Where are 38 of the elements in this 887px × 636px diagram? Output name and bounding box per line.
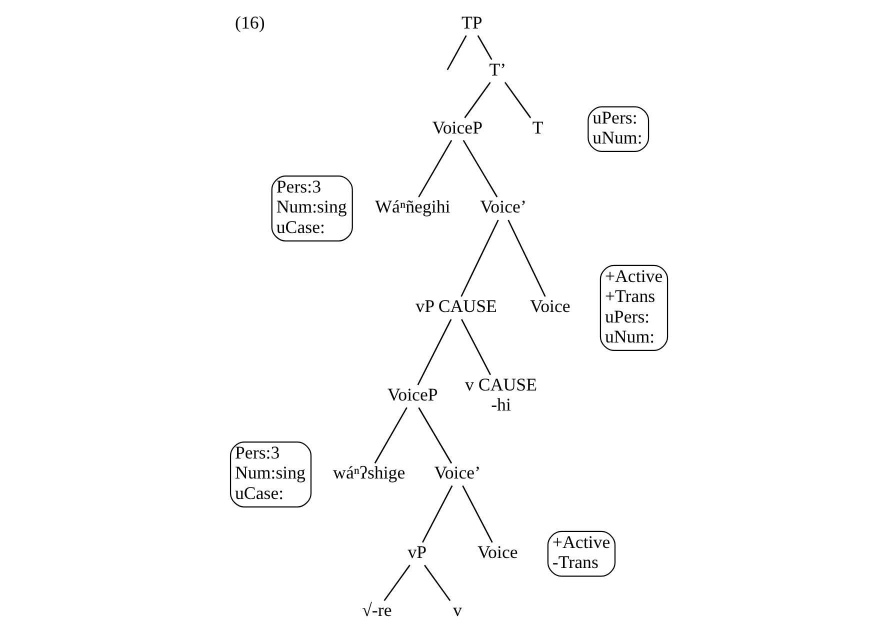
node-text: v CAUSE -hi [464, 374, 537, 415]
connector [476, 35, 492, 60]
connector [383, 564, 410, 602]
node-text: T [532, 117, 543, 138]
connector [504, 82, 531, 118]
node-text: Wáⁿñegihi [374, 196, 450, 217]
connector [464, 82, 490, 118]
connector [460, 318, 491, 376]
connector [421, 485, 452, 543]
connector [418, 140, 452, 198]
node-text: vP [407, 542, 426, 562]
node-text: VoiceP [432, 117, 482, 138]
node-text: v [452, 600, 462, 620]
connector [416, 318, 452, 386]
connector [374, 407, 407, 464]
node-text: VoiceP [387, 384, 438, 404]
node-text: TP [461, 12, 482, 32]
node-box: Pers:3 Num:sing uCase: [270, 176, 352, 242]
connector [446, 35, 466, 70]
node-text: wáⁿʔshige [332, 462, 405, 483]
node-text: Voice’ [480, 196, 526, 217]
node-text: Voice’ [434, 462, 480, 483]
connector [462, 485, 492, 543]
connector [418, 407, 452, 464]
connector [460, 220, 498, 297]
connector [507, 220, 546, 297]
node-text: Voice [476, 542, 518, 562]
node-text: Voice [529, 296, 570, 316]
connector [462, 140, 498, 198]
node-box: Pers:3 Num:sing uCase: [229, 442, 312, 508]
node-box: uPers: uNum: [587, 106, 649, 152]
node-box: +Active +Trans uPers: uNum: [599, 264, 668, 351]
node-text: T’ [488, 59, 506, 80]
node-text: vP CAUSE [415, 296, 496, 316]
label: (16) [234, 12, 264, 32]
connector [424, 564, 450, 602]
node-text: √-re [362, 600, 392, 620]
node-box: +Active -Trans [546, 530, 616, 577]
